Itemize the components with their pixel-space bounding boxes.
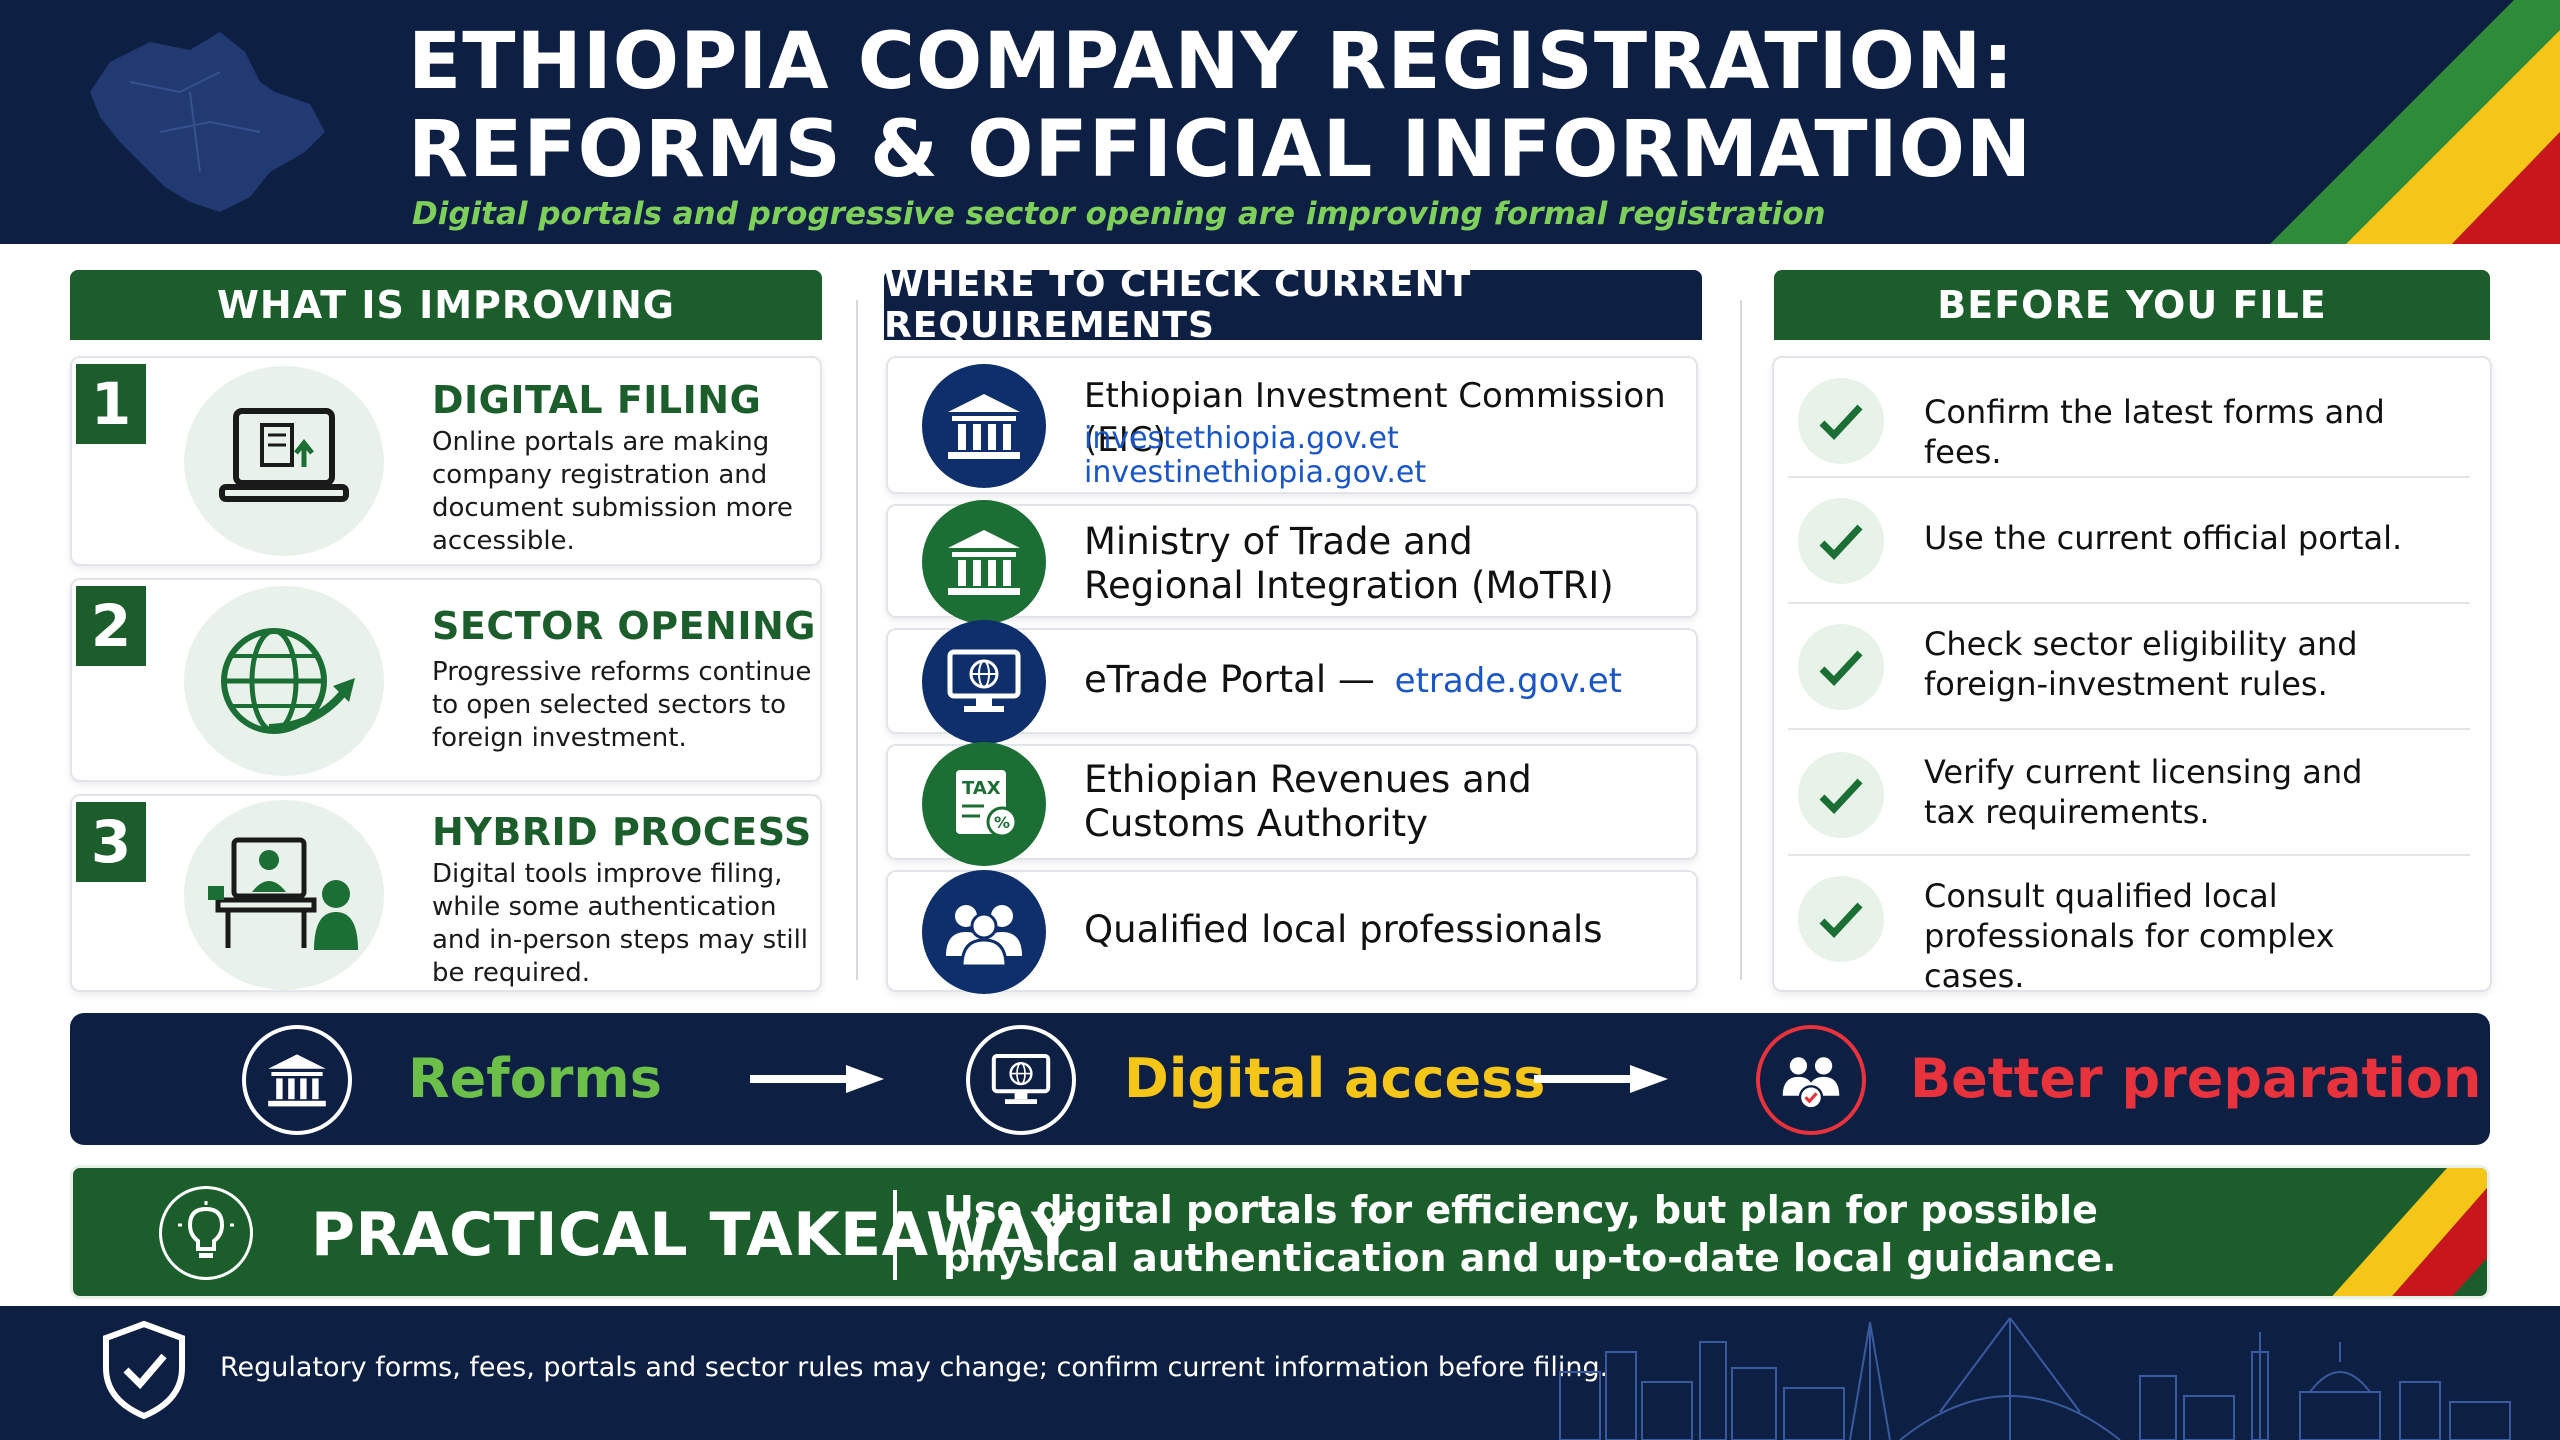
svg-text:%: % [994, 813, 1010, 832]
government-building-icon [922, 364, 1046, 488]
checkmark-icon [1798, 498, 1884, 584]
checklist-text: Verify current licensing and tax require… [1924, 753, 2363, 831]
improving-card-3: 3 HYBRID PROCESS Digital tools improve f… [70, 794, 822, 992]
people-check-icon [1756, 1025, 1866, 1135]
takeaway-title: PRACTICAL TAKEAWAY [311, 1200, 1076, 1270]
flow-step-reforms: Reforms [408, 1047, 662, 1110]
globe-arrow-icon [184, 586, 384, 776]
requirement-name: eTrade Portal — [1084, 658, 1375, 701]
before-file-heading: BEFORE YOU FILE [1774, 270, 2490, 340]
page-subtitle: Digital portals and progressive sector o… [412, 196, 1826, 232]
improving-title: DIGITAL FILING [432, 378, 762, 422]
requirement-motri: Ministry of Trade and Regional Integrati… [886, 500, 1698, 624]
monitor-globe-icon [966, 1025, 1076, 1135]
step-number: 2 [76, 586, 146, 666]
improving-heading: WHAT IS IMPROVING [70, 270, 822, 340]
checklist-text: Use the current official portal. [1924, 519, 2403, 557]
column-divider [856, 300, 858, 980]
improving-description: Digital tools improve filing, while some… [432, 859, 809, 988]
etrade-row: eTrade Portal — etrade.gov.et [1084, 658, 1622, 702]
practical-takeaway-banner: PRACTICAL TAKEAWAY Use digital portals f… [70, 1165, 2490, 1299]
eic-link-2[interactable]: investinethiopia.gov.et [1084, 455, 1427, 490]
improving-card-2: 2 SECTOR OPENING Progressive reforms con… [70, 578, 822, 782]
requirement-etrade: eTrade Portal — etrade.gov.et [886, 620, 1698, 744]
etrade-link[interactable]: etrade.gov.et [1394, 661, 1622, 701]
header-banner: ETHIOPIA COMPANY REGISTRATION: REFORMS &… [0, 0, 2560, 244]
arrow-right-icon [1534, 1065, 1668, 1093]
requirement-name: Ethiopian Investment Commission (EIC) [1084, 376, 1666, 460]
checklist-item: Use the current official portal. [1788, 478, 2470, 604]
city-skyline-icon [1559, 1317, 2511, 1440]
checklist-text: Confirm the latest forms and fees. [1924, 393, 2385, 471]
checklist-text: Check sector eligibility and foreign-inv… [1924, 625, 2358, 703]
step-number: 3 [76, 802, 146, 882]
government-building-icon [242, 1025, 352, 1135]
checkmark-icon [1798, 752, 1884, 838]
footer-bar: Regulatory forms, fees, portals and sect… [0, 1306, 2560, 1440]
before-file-card [1772, 356, 2492, 992]
column-divider [1740, 300, 1742, 980]
improving-card-1: 1 DIGITAL FILING Online portals are maki… [70, 356, 822, 566]
page-title: ETHIOPIA COMPANY REGISTRATION: REFORMS &… [408, 17, 2033, 195]
requirement-name: Ethiopian Revenues and Customs Authority [1084, 758, 1532, 845]
step-number: 1 [76, 364, 146, 444]
requirement-name: Ministry of Trade and Regional Integrati… [1084, 520, 1614, 607]
improving-description: Online portals are making company regist… [432, 427, 793, 556]
requirement-erca: TAX% Ethiopian Revenues and Customs Auth… [886, 742, 1698, 866]
checkmark-icon [1798, 624, 1884, 710]
shield-check-icon [103, 1320, 185, 1420]
in-person-desk-icon [184, 800, 384, 990]
ethiopia-map-icon [90, 32, 325, 212]
tax-document-icon: TAX% [922, 742, 1046, 866]
requirement-professionals: Qualified local professionals [886, 870, 1698, 994]
improving-description: Progressive reforms continue to open sel… [432, 657, 812, 753]
checklist-item: Verify current licensing and tax require… [1788, 730, 2470, 856]
improving-title: SECTOR OPENING [432, 604, 816, 648]
tax-icon-label: TAX [962, 778, 1001, 799]
requirement-name: Qualified local professionals [1084, 908, 1603, 951]
takeaway-divider [893, 1190, 897, 1280]
disclaimer-note: Regulatory forms, fees, portals and sect… [220, 1352, 1609, 1383]
checklist-item: Confirm the latest forms and fees. [1788, 366, 2470, 478]
checkmark-icon [1798, 378, 1884, 464]
flag-stripes-icon [2270, 0, 2560, 244]
government-building-icon [922, 500, 1046, 624]
improving-title: HYBRID PROCESS [432, 810, 812, 854]
flow-step-better-preparation: Better preparation [1910, 1047, 2482, 1110]
checklist-item: Check sector eligibility and foreign-inv… [1788, 604, 2470, 730]
checklist-text: Consult qualified local professionals fo… [1924, 877, 2335, 995]
lightbulb-icon [159, 1186, 253, 1280]
arrow-right-icon [750, 1065, 884, 1093]
process-flow-bar: Reforms Digital access Better preparatio… [70, 1013, 2490, 1145]
professionals-icon [922, 870, 1046, 994]
checkmark-icon [1798, 876, 1884, 962]
takeaway-text: Use digital portals for efficiency, but … [943, 1188, 2117, 1280]
requirements-heading: WHERE TO CHECK CURRENT REQUIREMENTS [884, 264, 1702, 346]
checklist-item: Consult qualified local professionals fo… [1788, 856, 2470, 995]
laptop-upload-icon [184, 366, 384, 556]
flow-step-digital-access: Digital access [1124, 1047, 1546, 1110]
flag-stripes-icon [2332, 1168, 2487, 1296]
requirement-eic: Ethiopian Investment Commission (EIC) in… [886, 356, 1698, 494]
monitor-globe-icon [922, 620, 1046, 744]
eic-link-1[interactable]: investethiopia.gov.et [1084, 421, 1399, 456]
